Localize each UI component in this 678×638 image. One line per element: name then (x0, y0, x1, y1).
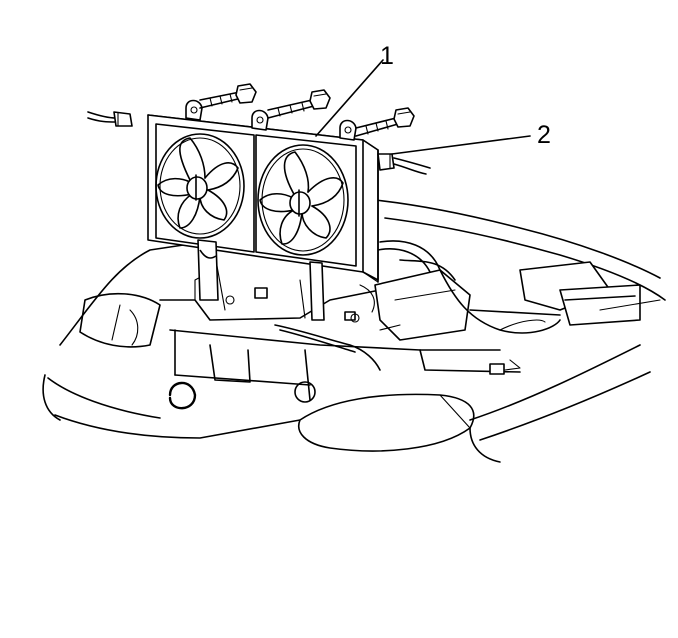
fan-shroud-assembly (147, 99, 379, 321)
callout-label-1: 1 (380, 42, 394, 70)
right-cooling-fan (257, 144, 349, 256)
mounting-bolt-right (355, 107, 415, 137)
callout-1: 1 (315, 42, 394, 137)
left-electrical-connector (87, 111, 133, 127)
callout-2: 2 (391, 121, 551, 155)
callout-label-2: 2 (537, 121, 551, 149)
mounting-bolt-left (199, 83, 257, 109)
mounting-bolt-center (267, 89, 331, 119)
vehicle-front-end (42, 199, 666, 463)
right-electrical-connector (377, 153, 431, 175)
left-cooling-fan (155, 133, 245, 239)
